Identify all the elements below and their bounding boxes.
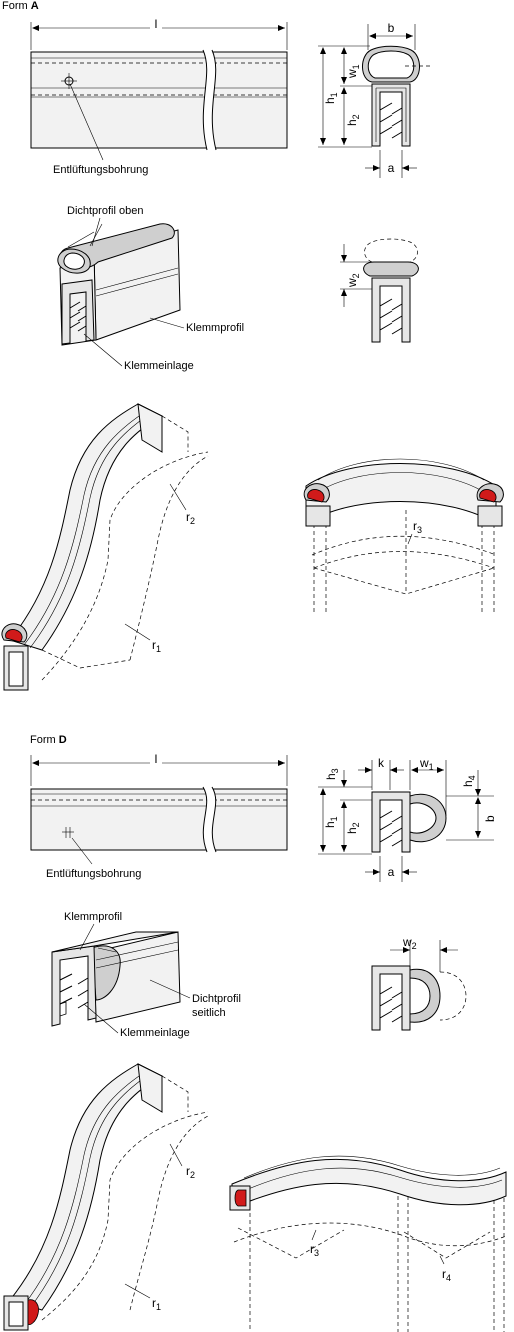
svg-text:w1: w1 [419,756,434,772]
form-a-r2: r2 [186,510,195,526]
svg-text:l: l [155,752,158,766]
form-a-label-vent: Entlüftungsbohrung [53,164,148,176]
form-d-cross-section: k w1 h3 h1 h2 h4 b a [318,756,497,882]
form-d-wave [229,1155,507,1332]
form-d-s-curve [3,1063,209,1331]
form-a-cross-section: b a h1 w1 h2 [318,21,430,178]
svg-text:a: a [388,865,395,879]
svg-text:w2: w2 [345,273,361,288]
svg-text:k: k [378,756,385,770]
svg-text:a: a [388,161,395,175]
form-a-section: Form A l Entlüftungsbohru [1,0,504,691]
form-d-label-clamp: Klemmprofil [64,911,122,923]
form-a-r1: r1 [152,638,161,654]
svg-text:h1: h1 [323,816,339,828]
form-a-r3: r3 [413,519,422,535]
svg-text:w2: w2 [402,935,417,951]
form-a-arc [303,458,504,612]
form-d-r4: r4 [442,1267,451,1283]
form-d-iso-profile [51,931,181,1027]
form-d-w2-section: w2 [371,935,467,1031]
form-a-label-clamp: Klemmprofil [186,322,244,334]
svg-text:w1: w1 [345,64,361,79]
form-a-w2-section: w2 [340,238,419,343]
form-d-r1: r1 [152,1296,161,1312]
svg-text:b: b [388,21,395,35]
form-d-label-insert: Klemmeinlage [120,1027,190,1039]
form-d-label-side-2: seitlich [192,1007,226,1019]
form-d-title: Form D [30,734,67,746]
svg-text:h3: h3 [324,768,340,780]
form-d-length-dimension: l [30,752,288,786]
form-d-r2: r2 [186,1164,195,1180]
form-d-r3: r3 [310,1242,319,1258]
form-a-label-insert: Klemmeinlage [124,360,194,372]
form-d-section: Form D l Entlüftungsbohrung [3,734,507,1332]
svg-text:h2: h2 [345,114,361,126]
svg-text:b: b [483,815,497,822]
form-d-straight-profile [30,786,288,865]
form-a-label-top: Dichtprofil oben [67,205,143,217]
form-a-length-dimension: l [30,17,288,50]
form-d-label-vent: Entlüftungsbohrung [46,868,141,880]
svg-text:h4: h4 [461,775,477,787]
form-a-s-curve [1,403,209,691]
svg-text:h1: h1 [323,92,339,104]
form-a-title: Form A [2,0,39,12]
form-d-label-side: Dichtprofil [192,993,241,1005]
form-a-straight-profile [30,49,288,161]
form-a-iso-profile [57,223,181,346]
form-a-dim-l: l [155,17,158,31]
svg-text:h2: h2 [345,822,361,834]
